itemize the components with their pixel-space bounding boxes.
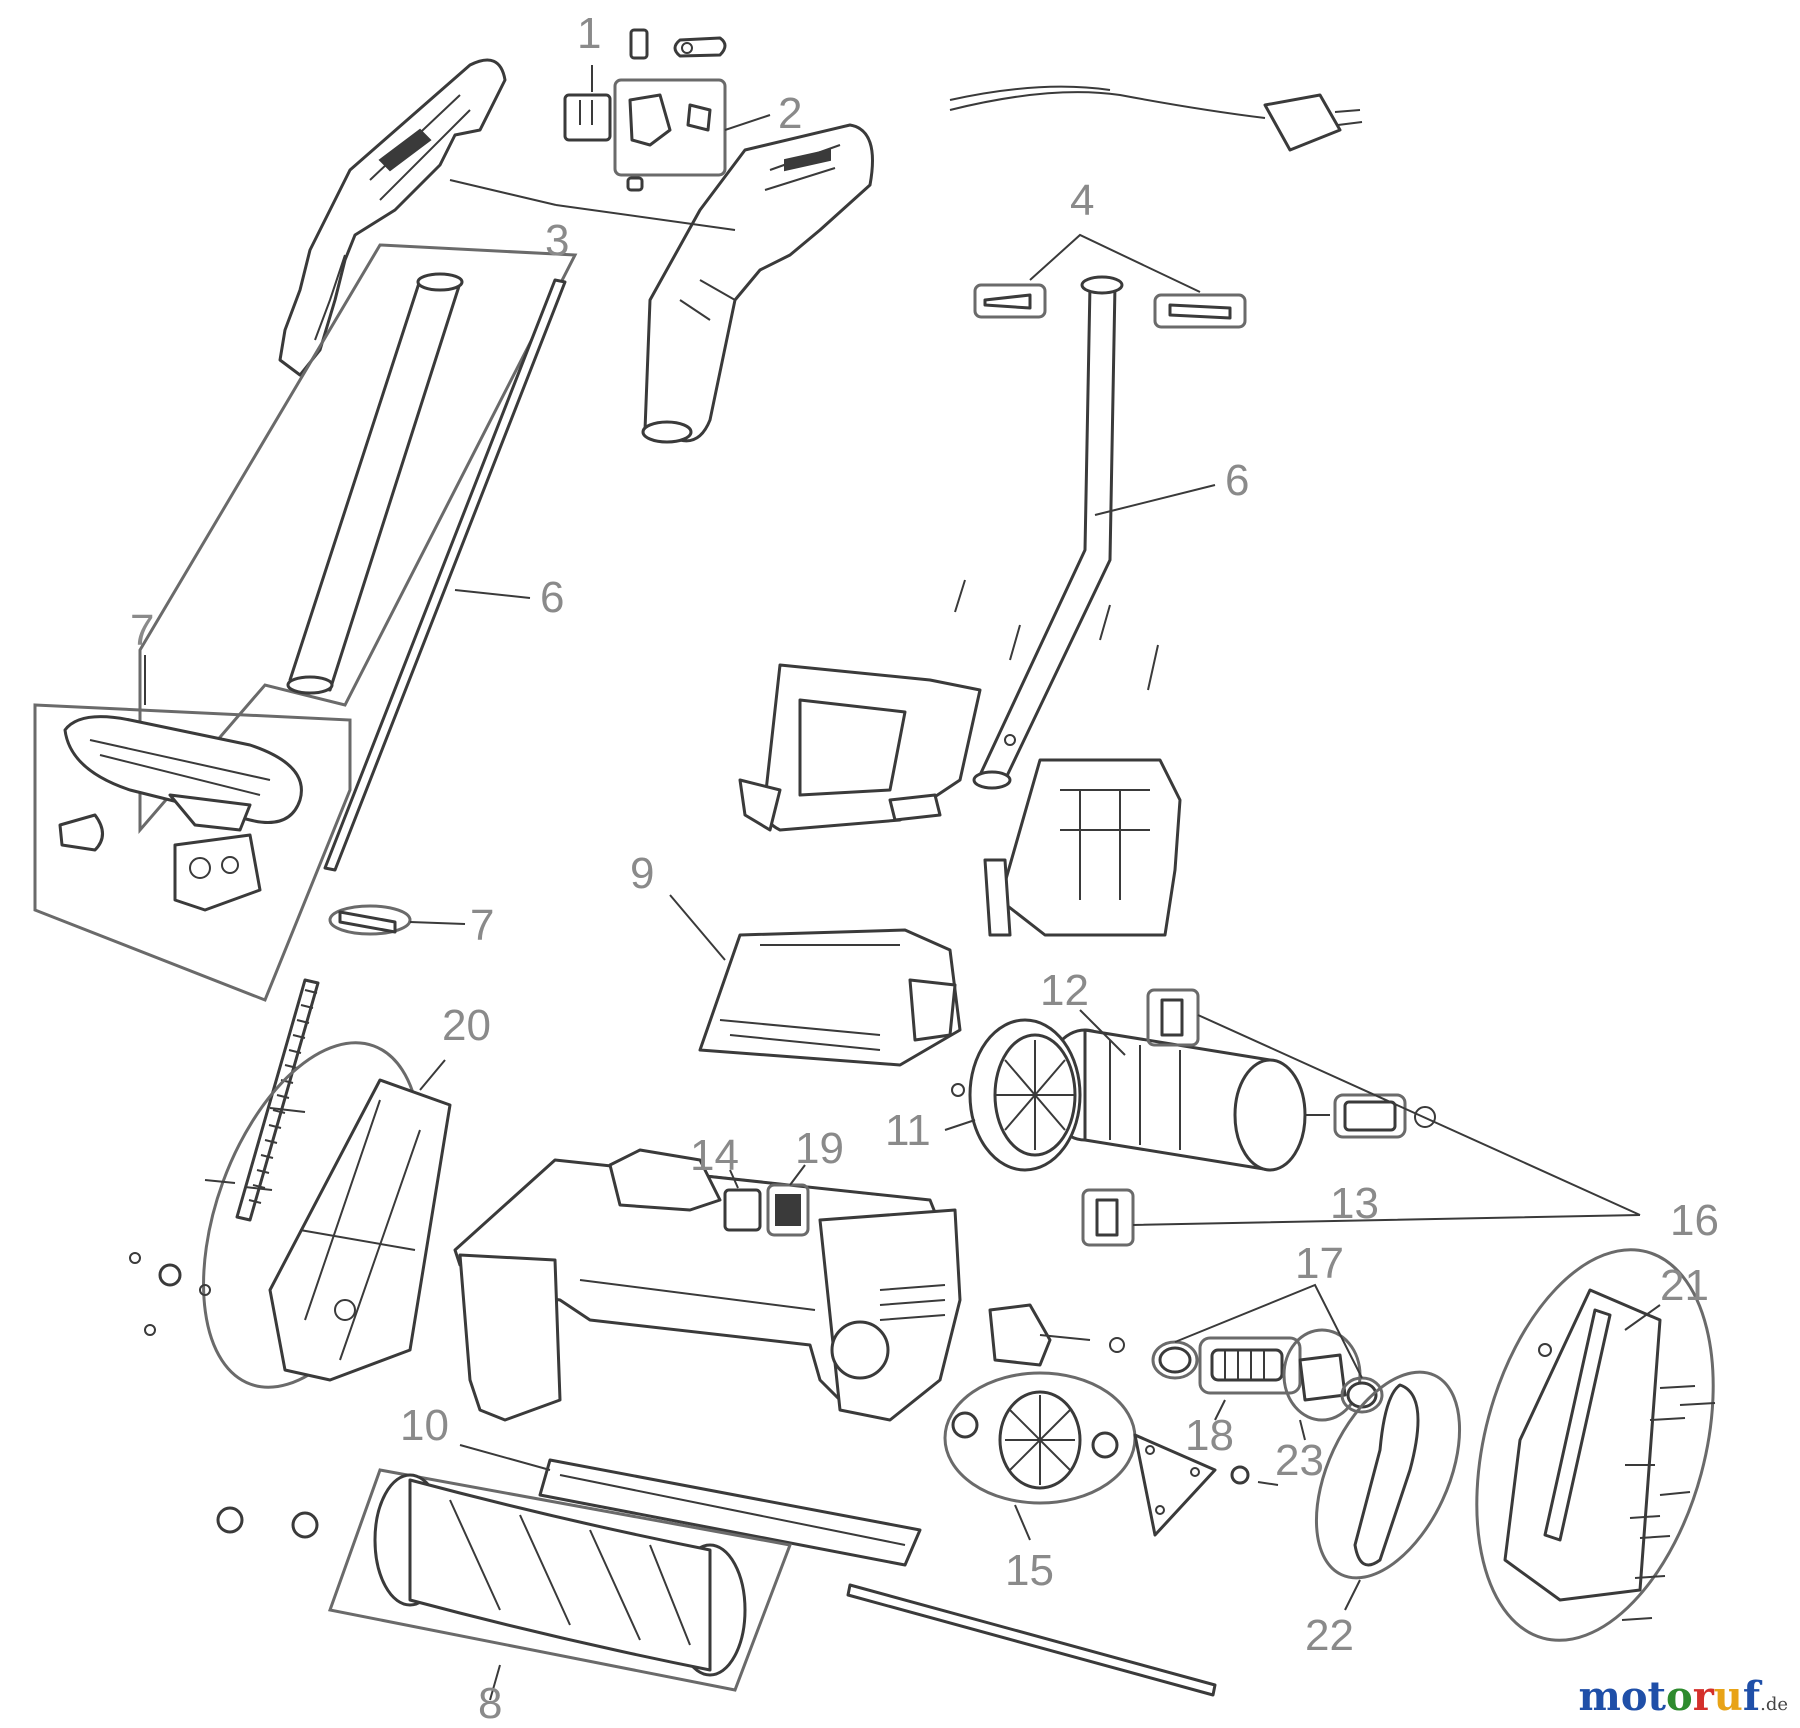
motoruf-watermark-logo: motoruf.de (1579, 1673, 1788, 1720)
callout-8: 8 (478, 1679, 502, 1728)
side-panel-left (202, 1041, 452, 1389)
leader-10 (459, 1444, 551, 1471)
battery-cover (738, 663, 982, 832)
leader-23 (1299, 1419, 1306, 1441)
motor-cover (698, 928, 962, 1067)
main-housing (453, 1148, 962, 1422)
leader-7-bottom (409, 921, 466, 925)
leader-6-right (1094, 484, 1216, 516)
wheel (943, 1371, 1137, 1505)
leader-14 (729, 1169, 739, 1189)
callout-4: 4 (1070, 176, 1094, 225)
leader-12 (1079, 1009, 1126, 1056)
tube-frame-left (138, 243, 578, 872)
handle-right-half (641, 123, 874, 444)
callout-3: 3 (545, 216, 569, 265)
leader-16 (1132, 1014, 1641, 1226)
callout-9: 9 (630, 849, 654, 898)
leader-2 (724, 114, 771, 131)
callout-7a: 7 (130, 606, 154, 655)
callout-14: 14 (690, 1131, 739, 1180)
callout-17: 17 (1295, 1239, 1344, 1288)
callout-23: 23 (1275, 1436, 1324, 1485)
watermark-letter: t (1647, 1673, 1667, 1720)
callouts: 1 2 3 4 6 6 7 7 8 9 10 11 12 13 14 15 16… (130, 9, 1719, 1728)
leader-3-right (555, 204, 736, 231)
coupling-13 (1333, 1093, 1436, 1139)
gear-bracket (988, 1303, 1125, 1367)
pin-7 (328, 904, 412, 936)
roller-assembly (216, 1468, 793, 1692)
leader-3-left (449, 179, 557, 206)
callout-11: 11 (885, 1106, 931, 1155)
screws-right-tube (954, 579, 1159, 691)
leader-9 (669, 894, 726, 961)
side-panel-right (1475, 1248, 1715, 1642)
fan (951, 1018, 1082, 1172)
triangle-plate (1133, 1433, 1279, 1537)
leader-11 (944, 1119, 976, 1131)
leader-20 (419, 1059, 446, 1091)
leader-22 (1344, 1579, 1361, 1611)
callout-16: 16 (1670, 1196, 1719, 1245)
screws-left (129, 1107, 306, 1336)
belt (1314, 1370, 1462, 1580)
gear-parts (1151, 1328, 1384, 1422)
tube-right (972, 275, 1124, 790)
callout-12: 12 (1040, 966, 1089, 1015)
callout-10: 10 (400, 1401, 449, 1450)
callout-22: 22 (1305, 1611, 1354, 1660)
callout-6a: 6 (540, 573, 564, 622)
brush-16 (1081, 988, 1200, 1247)
watermark-letter: r (1692, 1673, 1714, 1720)
watermark-tld: .de (1760, 1694, 1788, 1715)
callout-7b: 7 (470, 901, 494, 950)
callout-2: 2 (778, 89, 802, 138)
switch-group (563, 28, 727, 192)
callout-19: 19 (795, 1124, 844, 1173)
callout-13: 13 (1330, 1179, 1379, 1228)
leader-6-left (454, 589, 531, 599)
motor (1043, 1028, 1330, 1172)
callout-1: 1 (577, 9, 601, 58)
watermark-letter: o (1620, 1673, 1648, 1720)
leader-8 (489, 1664, 501, 1701)
pins-4 (973, 283, 1247, 329)
callout-20: 20 (442, 1001, 491, 1050)
bottom-plate (538, 1458, 922, 1567)
spring (235, 978, 320, 1222)
leader-4 (1029, 233, 1201, 293)
callout-15: 15 (1005, 1546, 1054, 1595)
power-cable (949, 85, 1363, 152)
screws-right (1621, 1385, 1716, 1621)
axle-rod (846, 1583, 1217, 1697)
leader-18 (1214, 1399, 1226, 1421)
watermark-letter: u (1713, 1673, 1743, 1720)
watermark-letter: f (1742, 1673, 1761, 1720)
handle-left-half (278, 58, 507, 377)
callout-18: 18 (1185, 1411, 1234, 1460)
switch-14-19 (723, 1183, 810, 1237)
callout-6b: 6 (1225, 456, 1249, 505)
leader-21 (1624, 1304, 1661, 1331)
leader-17 (1174, 1283, 1363, 1379)
watermark-letter: m (1578, 1673, 1621, 1720)
callout-21: 21 (1660, 1261, 1709, 1310)
watermark-letter: o (1666, 1673, 1693, 1720)
leader-19 (789, 1164, 806, 1186)
handlebar-assembly (33, 703, 352, 1002)
leader-15 (1014, 1504, 1031, 1541)
battery-housing (983, 758, 1182, 937)
